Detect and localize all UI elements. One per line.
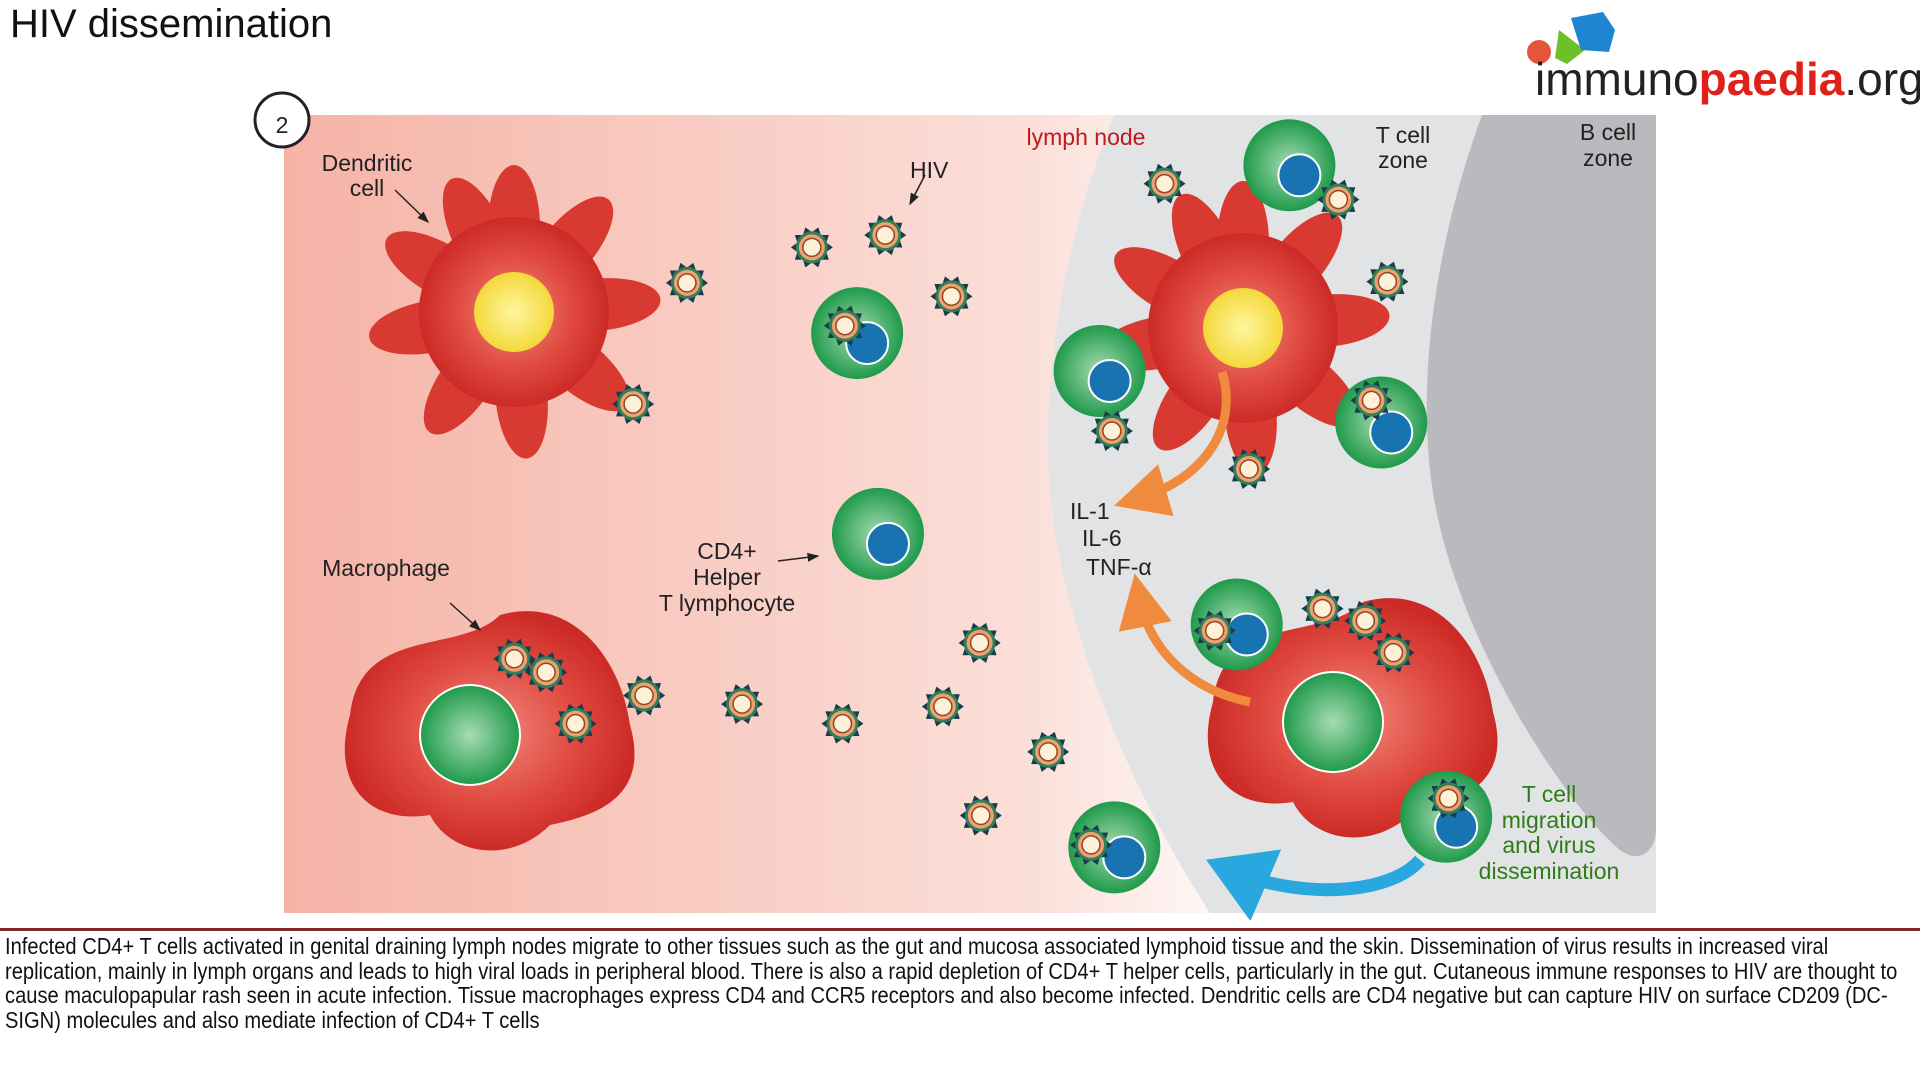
- cd4-t-cell: [831, 487, 924, 580]
- hiv-virion-icon: [1143, 163, 1186, 204]
- hiv-virion-icon: [1027, 731, 1070, 772]
- logo-text: immunopaedia.org: [1535, 53, 1920, 105]
- label-hiv: HIV: [910, 157, 949, 183]
- hiv-virion-icon: [1070, 824, 1113, 865]
- hiv-virion-icon: [1427, 778, 1470, 819]
- hiv-virion-icon: [721, 684, 764, 725]
- svg-text:2: 2: [276, 112, 289, 138]
- hiv-virion-icon: [921, 686, 964, 727]
- hiv-virion-icon: [823, 305, 866, 346]
- hiv-virion-icon: [959, 795, 1002, 836]
- cytokine-arrow-1: [1114, 370, 1231, 517]
- page-title: HIV dissemination: [10, 2, 333, 46]
- migration-arrow: [1206, 849, 1425, 920]
- hiv-virion-icon: [1350, 380, 1393, 421]
- dendritic-cell-tissue: [369, 165, 661, 459]
- dendritic-nucleus: [1203, 288, 1283, 368]
- hiv-virion-icon: [930, 276, 973, 317]
- hiv-virion-icon: [1344, 600, 1387, 641]
- hiv-virion-icon: [554, 703, 597, 744]
- caption-text: Infected CD4+ T cells activated in genit…: [5, 933, 1898, 1033]
- cd4-t-cell: [1053, 325, 1146, 418]
- hiv-virion-icon: [958, 622, 1001, 663]
- label-macrophage: Macrophage: [322, 555, 450, 581]
- hiv-virion-icon: [1366, 261, 1409, 302]
- hiv-virion-icon: [864, 215, 907, 256]
- dendritic-nucleus: [474, 272, 554, 352]
- hiv-virion-icon: [1227, 449, 1270, 489]
- hiv-virion-icon: [665, 262, 708, 303]
- hiv-virion-icon: [821, 703, 864, 744]
- cytokine-arrow-2: [1118, 573, 1251, 707]
- logo-icon: [1527, 12, 1615, 64]
- cd4-t-cell: [1190, 578, 1283, 671]
- hiv-virion-icon: [1090, 411, 1133, 451]
- label-lymph-node: lymph node: [1027, 124, 1146, 150]
- hiv-virion-icon: [1193, 610, 1236, 651]
- cd4-t-cell: [1400, 770, 1493, 863]
- cd4-t-cell: [1068, 801, 1161, 894]
- hiv-virion-icon: [1301, 588, 1344, 629]
- hiv-virion-icon: [1317, 179, 1360, 220]
- panel-number-badge: 2: [253, 91, 311, 149]
- hiv-virion-icon: [493, 638, 536, 679]
- divider: [0, 928, 1920, 931]
- hiv-virion-icon: [612, 384, 655, 425]
- cd4-t-cell: [1243, 119, 1336, 212]
- hiv-virion-icon: [623, 675, 666, 716]
- hiv-virion-icon: [525, 652, 568, 693]
- hiv-virion-icon: [1372, 632, 1415, 673]
- hiv-virion-icon: [790, 227, 833, 268]
- b-cell-zone: [1426, 115, 1656, 857]
